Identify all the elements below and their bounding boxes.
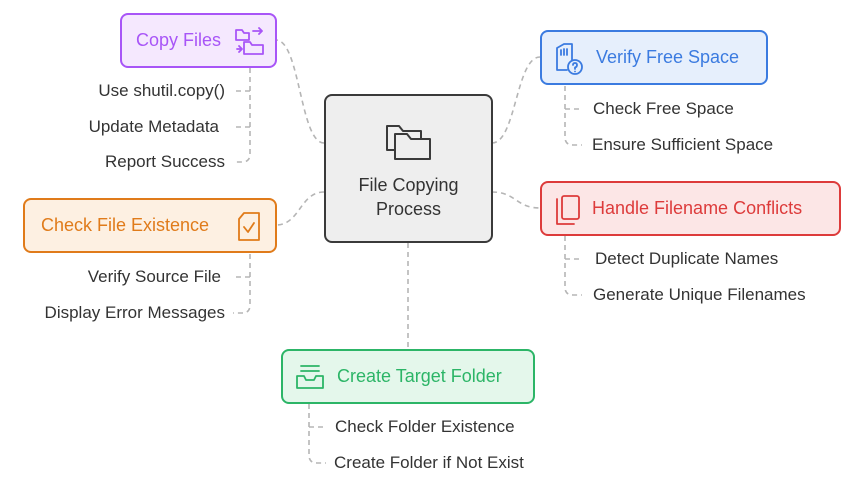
check-existence-item-1: Verify Source File [87, 267, 221, 286]
copy-files-item-1: Use shutil.copy() [98, 81, 225, 100]
link-verify-space-items [564, 86, 582, 146]
check-existence-node[interactable]: Check File Existence [23, 198, 277, 253]
link-check-existence-items [233, 254, 251, 314]
check-existence-item-2: Display Error Messages [44, 303, 225, 322]
copy-folders-icon [235, 27, 264, 55]
center-label-line1: File Copying [358, 174, 459, 195]
verify-space-label: Verify Free Space [596, 47, 740, 67]
filename-conflicts-item-2: Generate Unique Filenames [593, 285, 806, 304]
verify-space-item-1: Check Free Space [593, 99, 734, 118]
check-existence-label: Check File Existence [41, 215, 210, 235]
copy-files-label: Copy Files [136, 30, 222, 50]
verify-space-item-2: Ensure Sufficient Space [592, 135, 774, 154]
create-folder-node[interactable]: Create Target Folder [281, 349, 535, 404]
filename-conflicts-label: Handle Filename Conflicts [592, 198, 803, 218]
link-copy-files [275, 39, 325, 144]
link-create-folder-items [308, 404, 326, 464]
center-node: File Copying Process [324, 94, 493, 243]
file-check-icon [238, 212, 260, 241]
duplicate-files-icon [556, 195, 580, 225]
create-folder-item-1: Check Folder Existence [335, 417, 515, 436]
copy-files-item-3: Report Success [105, 152, 225, 171]
link-filename-conflicts-items [564, 236, 582, 296]
copy-files-item-2: Update Metadata [88, 117, 219, 136]
copy-files-node[interactable]: Copy Files [120, 13, 277, 68]
filename-conflicts-node[interactable]: Handle Filename Conflicts [540, 181, 841, 236]
link-filename-conflicts [491, 191, 541, 209]
folders-icon [385, 124, 431, 160]
link-check-existence [275, 191, 325, 226]
link-verify-space [491, 56, 541, 144]
storage-query-icon [556, 43, 583, 75]
link-copy-files-items [233, 68, 251, 163]
verify-space-node[interactable]: Verify Free Space [540, 30, 768, 85]
center-label-line2: Process [375, 198, 442, 219]
create-folder-item-2: Create Folder if Not Exist [334, 453, 524, 472]
filename-conflicts-item-1: Detect Duplicate Names [595, 249, 779, 268]
create-folder-label: Create Target Folder [337, 366, 502, 386]
inbox-tray-icon [296, 365, 324, 389]
